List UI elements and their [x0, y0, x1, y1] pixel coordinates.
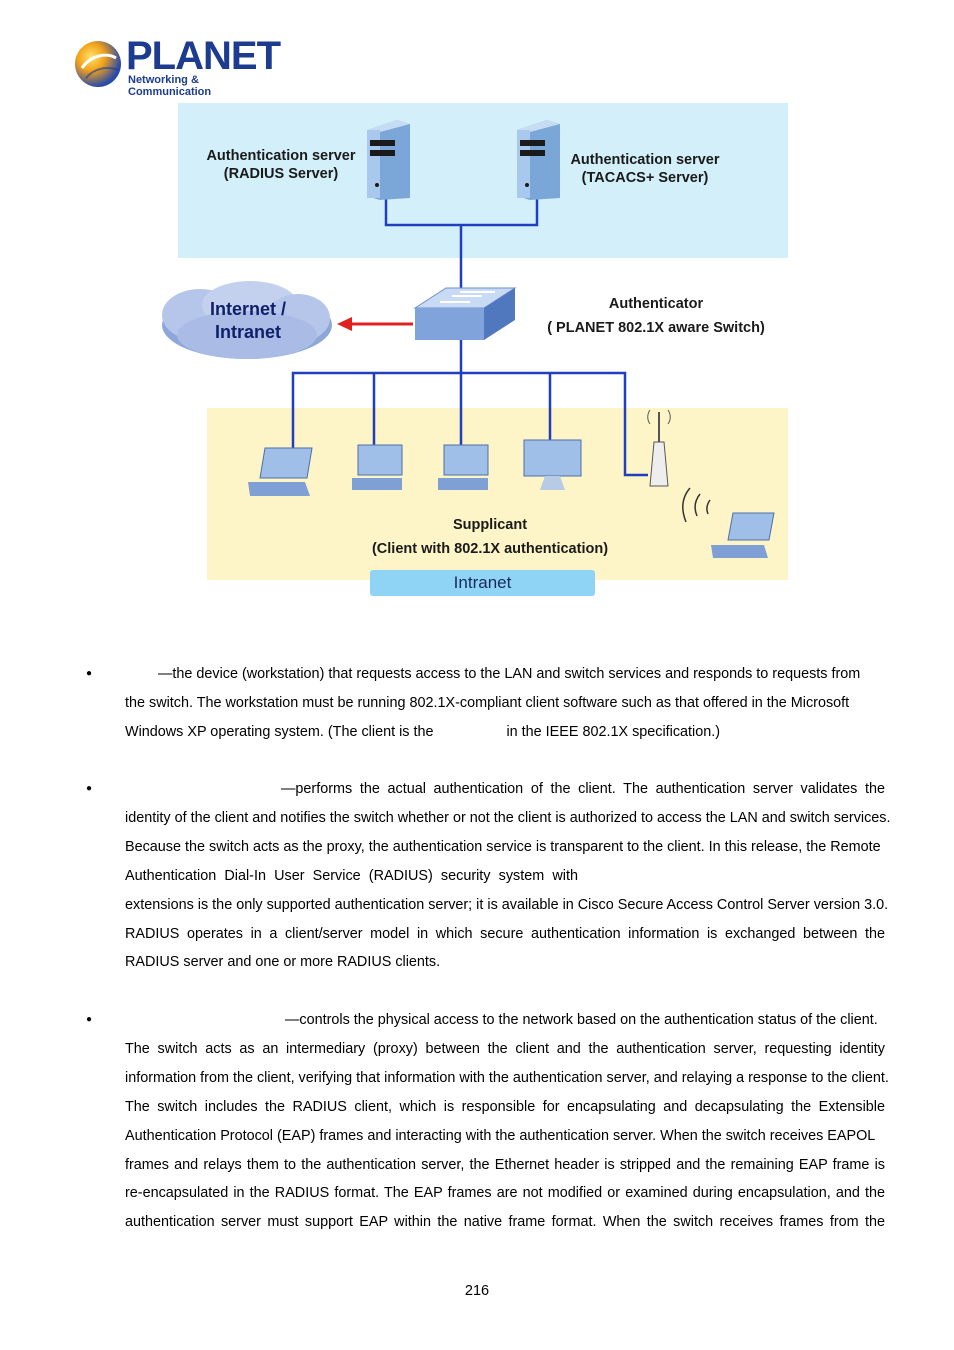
cloud-icon — [162, 281, 332, 359]
server-zone — [178, 103, 788, 258]
bullet-icon: ● — [86, 668, 93, 679]
network-diagram — [162, 103, 788, 596]
server1-label: Authentication server (RADIUS Server) — [206, 148, 356, 182]
bullet-icon: ● — [86, 1014, 93, 1025]
internet-arrow — [337, 317, 413, 331]
desktop-icon-1 — [352, 444, 403, 490]
tacacs-server-icon — [517, 120, 560, 200]
server2-label: Authentication server (TACACS+ Server) — [570, 152, 720, 186]
access-point-icon — [647, 409, 671, 487]
laptop-icon-2 — [711, 512, 775, 558]
wireless-waves-icon — [682, 487, 711, 523]
monitor-icon — [523, 439, 582, 490]
globe-icon — [75, 41, 121, 87]
network-links — [291, 198, 648, 477]
authenticator-paragraph: —controls the physical access to the net… — [125, 1012, 889, 1231]
switch-icon — [413, 287, 517, 340]
supplicant-label: Supplicant (Client with 802.1X authentic… — [371, 517, 609, 557]
authenticator-label: Authenticator ( PLANET 802.1X aware Swit… — [547, 296, 765, 336]
desktop-icon-2 — [438, 444, 489, 490]
authentication-server-paragraph: —performs the actual authentication of t… — [125, 781, 891, 971]
radius-server-icon — [367, 120, 410, 200]
brand-name: PLANET — [126, 34, 281, 78]
page-number: 216 — [464, 1283, 490, 1299]
cloud-label: Internet / Intranet — [209, 299, 286, 342]
intranet-label: Intranet — [453, 573, 512, 592]
intranet-bar — [370, 570, 595, 596]
supplicant-paragraph: —the device (workstation) that requests … — [125, 666, 861, 740]
planet-logo: PLANET Networking & Communication — [72, 34, 281, 98]
bullet-icon: ● — [86, 783, 93, 794]
brand-tagline: Networking & Communication — [128, 74, 212, 98]
laptop-icon-1 — [248, 447, 313, 496]
